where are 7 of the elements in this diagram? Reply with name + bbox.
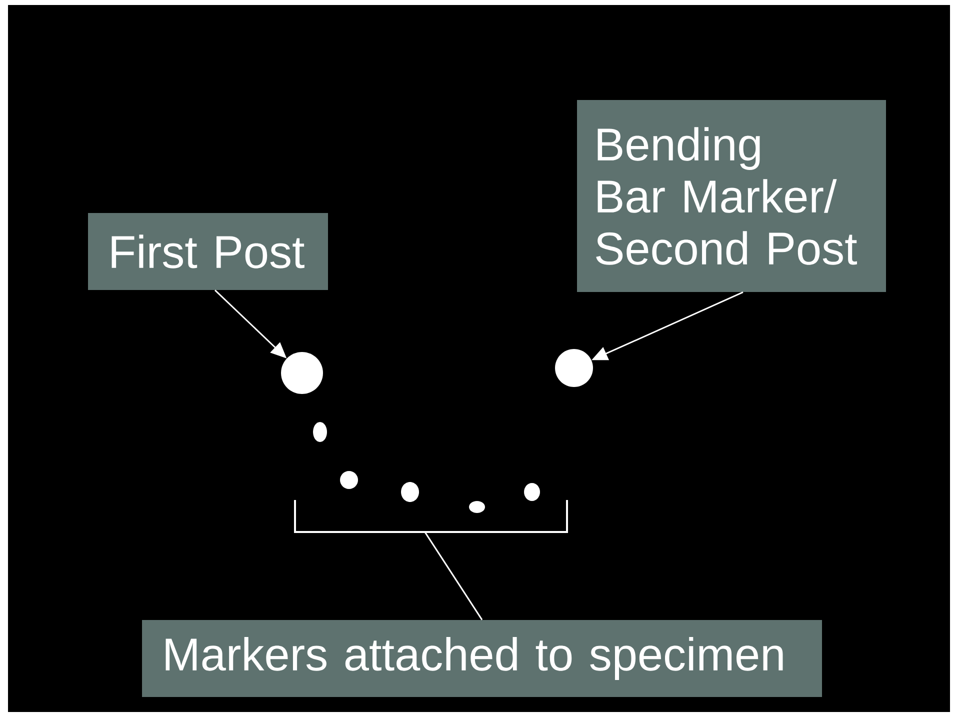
post-marker [281,352,323,394]
label-box: Bending Bar Marker/ Second Post [577,100,886,292]
post-marker [555,349,593,387]
label-box: First Post [88,213,328,290]
label-box: Markers attached to specimen [142,620,822,697]
leader-line [424,532,483,620]
bracket [294,500,568,533]
